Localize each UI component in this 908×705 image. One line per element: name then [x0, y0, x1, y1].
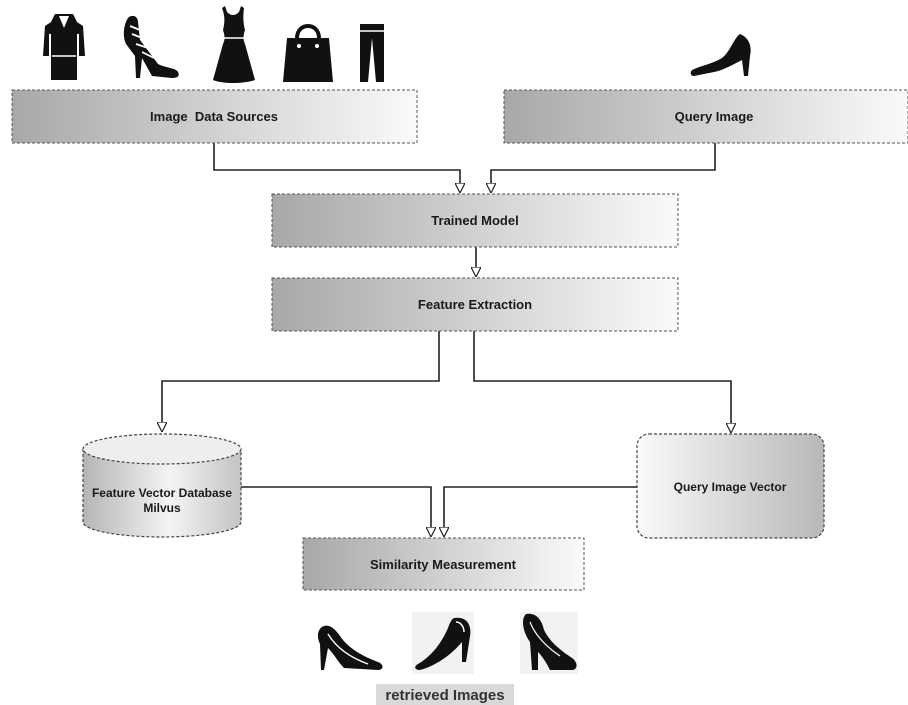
retrieved-images-caption: retrieved Images	[376, 684, 514, 705]
trousers-icon	[360, 24, 384, 82]
box-query-image-vector-label: Query Image Vector	[674, 480, 787, 494]
strappy-heel-icon	[123, 15, 179, 78]
database-label-line2: Milvus	[143, 501, 181, 515]
box-similarity-measurement-label: Similarity Measurement	[370, 557, 517, 572]
arrow-query-vector-to-similarity	[444, 486, 637, 536]
arrow-sources-to-model	[213, 143, 460, 192]
box-query-image-label: Query Image	[675, 109, 754, 124]
box-query-image: Query Image	[503, 89, 908, 144]
retrieved-icons	[317, 612, 578, 674]
box-image-data-sources-label: Image Data Sources	[150, 109, 278, 124]
stiletto-icon	[317, 625, 383, 670]
box-image-data-sources: Image Data Sources	[11, 89, 418, 144]
high-heel-icon	[690, 34, 751, 76]
retrieved-images-label: retrieved Images	[385, 687, 504, 704]
box-query-image-vector: Query Image Vector	[636, 433, 825, 539]
database-cylinder: Feature Vector Database Milvus	[82, 433, 242, 538]
arrow-query-to-model	[491, 143, 716, 192]
database-label-line1: Feature Vector Database	[92, 486, 232, 500]
platform-heel-icon	[520, 612, 578, 674]
connectors	[162, 143, 731, 536]
blazer-icon	[43, 14, 85, 80]
box-feature-extraction: Feature Extraction	[271, 277, 679, 332]
handbag-icon	[283, 24, 333, 82]
box-trained-model-label: Trained Model	[431, 213, 518, 228]
box-similarity-measurement: Similarity Measurement	[302, 537, 585, 591]
pump-icon	[412, 612, 474, 674]
dress-icon	[213, 6, 255, 83]
arrow-extraction-to-database	[162, 331, 440, 431]
box-trained-model: Trained Model	[271, 193, 679, 248]
arrow-extraction-to-query-vector	[473, 331, 731, 432]
data-source-icons	[43, 6, 384, 83]
box-feature-extraction-label: Feature Extraction	[418, 297, 532, 312]
arrow-database-to-similarity	[240, 486, 431, 536]
